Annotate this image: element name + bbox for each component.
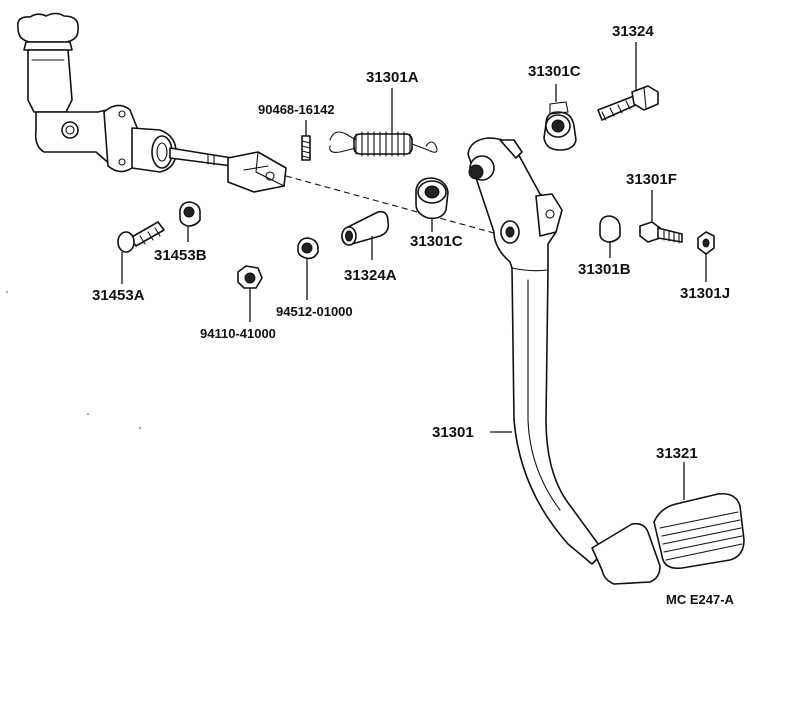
bushing-top bbox=[543, 101, 577, 151]
leader-lines bbox=[121, 42, 707, 500]
label-94512-01000: 94512-01000 bbox=[276, 304, 353, 319]
label-31301f: 31301F bbox=[626, 171, 677, 188]
label-90468-16142: 90468-16142 bbox=[258, 102, 335, 117]
bushing-mid bbox=[415, 177, 449, 220]
label-31453a: 31453A bbox=[92, 287, 145, 304]
clevis-pin bbox=[117, 221, 165, 253]
label-31321: 31321 bbox=[656, 445, 698, 462]
diagram-code: MC E247-A bbox=[666, 592, 735, 607]
lock-washer bbox=[297, 237, 319, 260]
label-31301b: 31301B bbox=[578, 261, 631, 278]
pedal-stopper-cushion bbox=[599, 215, 621, 243]
label-94110-41000: 94110-41000 bbox=[200, 326, 276, 341]
return-spring bbox=[329, 131, 438, 157]
label-31301c-top: 31301C bbox=[528, 63, 581, 80]
stopper-lock-nut bbox=[697, 231, 715, 255]
label-31453b: 31453B bbox=[154, 247, 207, 264]
clutch-master-cylinder bbox=[16, 12, 287, 193]
label-31324: 31324 bbox=[612, 23, 654, 40]
pin-bushing bbox=[179, 201, 201, 227]
pedal-pad bbox=[653, 492, 745, 570]
label-31301c-mid: 31301C bbox=[410, 233, 463, 250]
label-31301: 31301 bbox=[432, 424, 474, 441]
stopper-bolt bbox=[639, 221, 683, 244]
hex-nut bbox=[237, 265, 263, 289]
pedal-pivot-bolt bbox=[597, 85, 659, 121]
clutch-pedal-arm bbox=[467, 137, 661, 585]
label-31324a: 31324A bbox=[344, 267, 397, 284]
alignment-line bbox=[285, 175, 506, 237]
label-31301a: 31301A bbox=[366, 69, 419, 86]
label-31301j: 31301J bbox=[680, 285, 730, 302]
collar bbox=[341, 210, 390, 246]
stud-bolt bbox=[301, 135, 311, 161]
